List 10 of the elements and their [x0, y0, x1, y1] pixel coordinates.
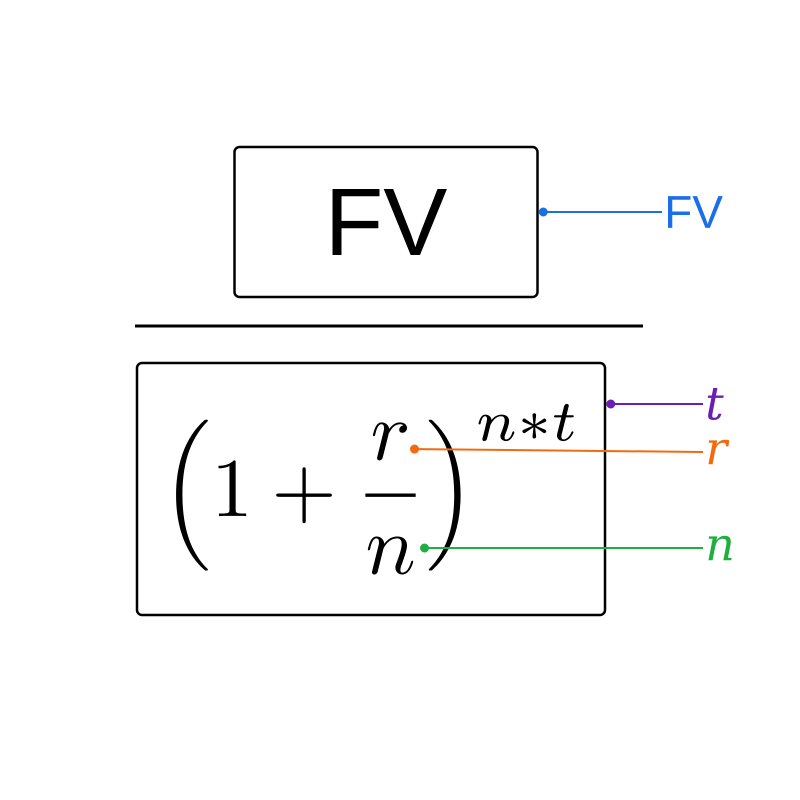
leader-line — [420, 544, 703, 552]
leader-line — [606, 400, 703, 408]
leader-line — [538, 208, 662, 216]
formula-box: $\left(1+\frac{r}{n}\right)^{n*t}$ — [136, 362, 606, 616]
leader-line — [410, 444, 704, 454]
variable-label: n — [708, 536, 732, 560]
variable-label: FV — [668, 196, 723, 228]
value-box: FV — [233, 146, 539, 298]
variable-label: r — [708, 440, 730, 464]
variable-label: t — [708, 388, 724, 420]
